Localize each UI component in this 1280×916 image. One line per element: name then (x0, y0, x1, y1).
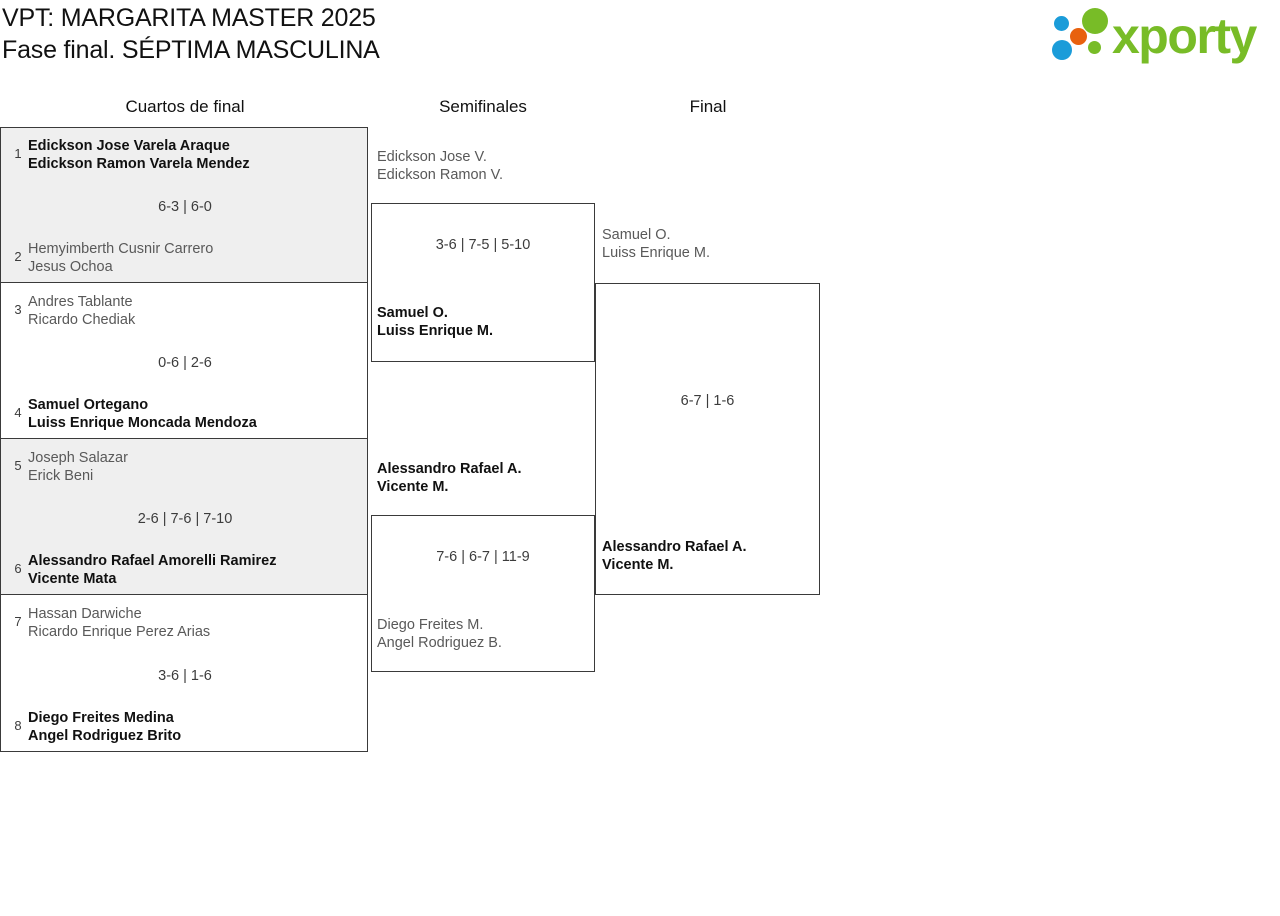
team-players: Diego Freites Medina Angel Rodriguez Bri… (28, 708, 367, 745)
player-name: Diego Freites M. (377, 617, 484, 633)
team-slot-seed-7[interactable]: 7 Hassan Darwiche Ricardo Enrique Perez … (1, 604, 367, 641)
semifinal-1-team-top[interactable]: Edickson Jose V. Edickson Ramon V. (377, 148, 503, 184)
semifinal-2-team-top[interactable]: Alessandro Rafael A. Vicente M. (377, 460, 522, 496)
match-final[interactable] (595, 283, 820, 595)
player-name: Erick Beni (28, 468, 94, 484)
player-name: Luiss Enrique M. (602, 245, 710, 261)
logo-dot-blue-large (1052, 40, 1072, 60)
player-name: Vicente M. (377, 479, 449, 495)
semifinal-1-team-bottom[interactable]: Samuel O. Luiss Enrique M. (377, 304, 493, 340)
team-slot-seed-6[interactable]: 6 Alessandro Rafael Amorelli Ramirez Vic… (1, 551, 367, 588)
player-name: Vicente M. (602, 557, 674, 573)
match-score: 0-6 | 2-6 (158, 355, 212, 371)
player-name: Alessandro Rafael A. (377, 461, 522, 477)
player-name: Ricardo Enrique Perez Arias (28, 624, 211, 640)
seed-number: 3 (14, 302, 22, 317)
match-score: 2-6 | 7-6 | 7-10 (137, 511, 233, 527)
player-name: Andres Tablante (28, 294, 133, 310)
page-header: VPT: MARGARITA MASTER 2025 Fase final. S… (0, 0, 1280, 80)
seed-number: 1 (14, 146, 22, 161)
round-header-quarterfinals: Cuartos de final (125, 97, 245, 116)
match-score: 3-6 | 7-5 | 5-10 (435, 237, 531, 253)
player-name: Hassan Darwiche (28, 606, 142, 622)
player-name: Angel Rodriguez B. (377, 635, 502, 651)
match-quarterfinal-1[interactable]: 1 Edickson Jose Varela Araque Edickson R… (0, 127, 368, 283)
team-players: Edickson Jose Varela Araque Edickson Ram… (28, 136, 367, 173)
player-name: Luiss Enrique M. (377, 323, 494, 339)
team-players: Hassan Darwiche Ricardo Enrique Perez Ar… (28, 604, 367, 641)
match-score: 6-7 | 1-6 (680, 393, 735, 409)
player-name: Luiss Enrique Moncada Mendoza (28, 415, 257, 431)
round-header-final: Final (689, 97, 727, 116)
player-name: Samuel O. (602, 227, 671, 243)
match-semifinal-2[interactable] (371, 515, 595, 672)
team-slot-seed-2[interactable]: 2 Hemyimberth Cusnir Carrero Jesus Ochoa (1, 239, 367, 276)
seed-number: 7 (14, 614, 22, 629)
match-quarterfinal-2[interactable]: 3 Andres Tablante Ricardo Chediak 0-6 | … (0, 282, 368, 439)
logo-dot-orange (1070, 28, 1087, 45)
final-team-top[interactable]: Samuel O. Luiss Enrique M. (602, 226, 710, 262)
match-score: 6-3 | 6-0 (158, 199, 212, 215)
team-slot-seed-8[interactable]: 8 Diego Freites Medina Angel Rodriguez B… (1, 708, 367, 745)
player-name: Edickson Ramon Varela Mendez (28, 156, 250, 172)
logo-dots-icon (1050, 6, 1112, 68)
tournament-phase: Fase final. SÉPTIMA MASCULINA (2, 36, 380, 64)
seed-number: 4 (14, 405, 22, 420)
player-name: Vicente Mata (28, 571, 117, 587)
player-name: Diego Freites Medina (28, 710, 174, 726)
xporty-logo[interactable]: xporty (1050, 6, 1276, 68)
player-name: Edickson Ramon V. (377, 167, 504, 183)
match-score: 7-6 | 6-7 | 11-9 (436, 549, 530, 565)
team-players: Samuel Ortegano Luiss Enrique Moncada Me… (28, 395, 367, 432)
match-score: 3-6 | 1-6 (158, 668, 212, 684)
page-title: VPT: MARGARITA MASTER 2025 Fase final. S… (2, 2, 380, 66)
final-team-bottom-champion[interactable]: Alessandro Rafael A. Vicente M. (602, 538, 747, 574)
player-name: Edickson Jose Varela Araque (28, 138, 230, 154)
logo-wordmark: xporty (1112, 8, 1257, 64)
player-name: Edickson Jose V. (377, 149, 487, 165)
logo-dot-green-small (1088, 41, 1101, 54)
team-players: Hemyimberth Cusnir Carrero Jesus Ochoa (28, 239, 367, 276)
match-quarterfinal-3[interactable]: 5 Joseph Salazar Erick Beni 2-6 | 7-6 | … (0, 438, 368, 595)
seed-number: 8 (14, 718, 22, 733)
team-slot-seed-1[interactable]: 1 Edickson Jose Varela Araque Edickson R… (1, 136, 367, 173)
player-name: Jesus Ochoa (28, 259, 113, 275)
match-semifinal-1[interactable] (371, 203, 595, 362)
team-players: Andres Tablante Ricardo Chediak (28, 292, 367, 329)
round-header-semifinals: Semifinales (439, 97, 527, 116)
team-players: Joseph Salazar Erick Beni (28, 448, 367, 485)
team-players: Alessandro Rafael Amorelli Ramirez Vicen… (28, 551, 367, 588)
player-name: Angel Rodriguez Brito (28, 728, 182, 744)
player-name: Ricardo Chediak (28, 312, 136, 328)
seed-number: 6 (14, 561, 22, 576)
tournament-bracket: 1 Edickson Jose Varela Araque Edickson R… (0, 127, 880, 757)
team-slot-seed-4[interactable]: 4 Samuel Ortegano Luiss Enrique Moncada … (1, 395, 367, 432)
logo-dot-blue-small (1054, 16, 1069, 31)
player-name: Alessandro Rafael Amorelli Ramirez (28, 553, 277, 569)
seed-number: 5 (14, 458, 22, 473)
match-quarterfinal-4[interactable]: 7 Hassan Darwiche Ricardo Enrique Perez … (0, 594, 368, 752)
seed-number: 2 (14, 249, 22, 264)
player-name: Samuel Ortegano (28, 397, 149, 413)
player-name: Alessandro Rafael A. (602, 539, 747, 555)
semifinal-2-team-bottom[interactable]: Diego Freites M. Angel Rodriguez B. (377, 616, 502, 652)
tournament-name: VPT: MARGARITA MASTER 2025 (2, 4, 376, 32)
team-slot-seed-5[interactable]: 5 Joseph Salazar Erick Beni (1, 448, 367, 485)
player-name: Joseph Salazar (28, 450, 128, 466)
logo-dot-green-large (1082, 8, 1108, 34)
player-name: Samuel O. (377, 305, 448, 321)
team-slot-seed-3[interactable]: 3 Andres Tablante Ricardo Chediak (1, 292, 367, 329)
player-name: Hemyimberth Cusnir Carrero (28, 241, 214, 257)
